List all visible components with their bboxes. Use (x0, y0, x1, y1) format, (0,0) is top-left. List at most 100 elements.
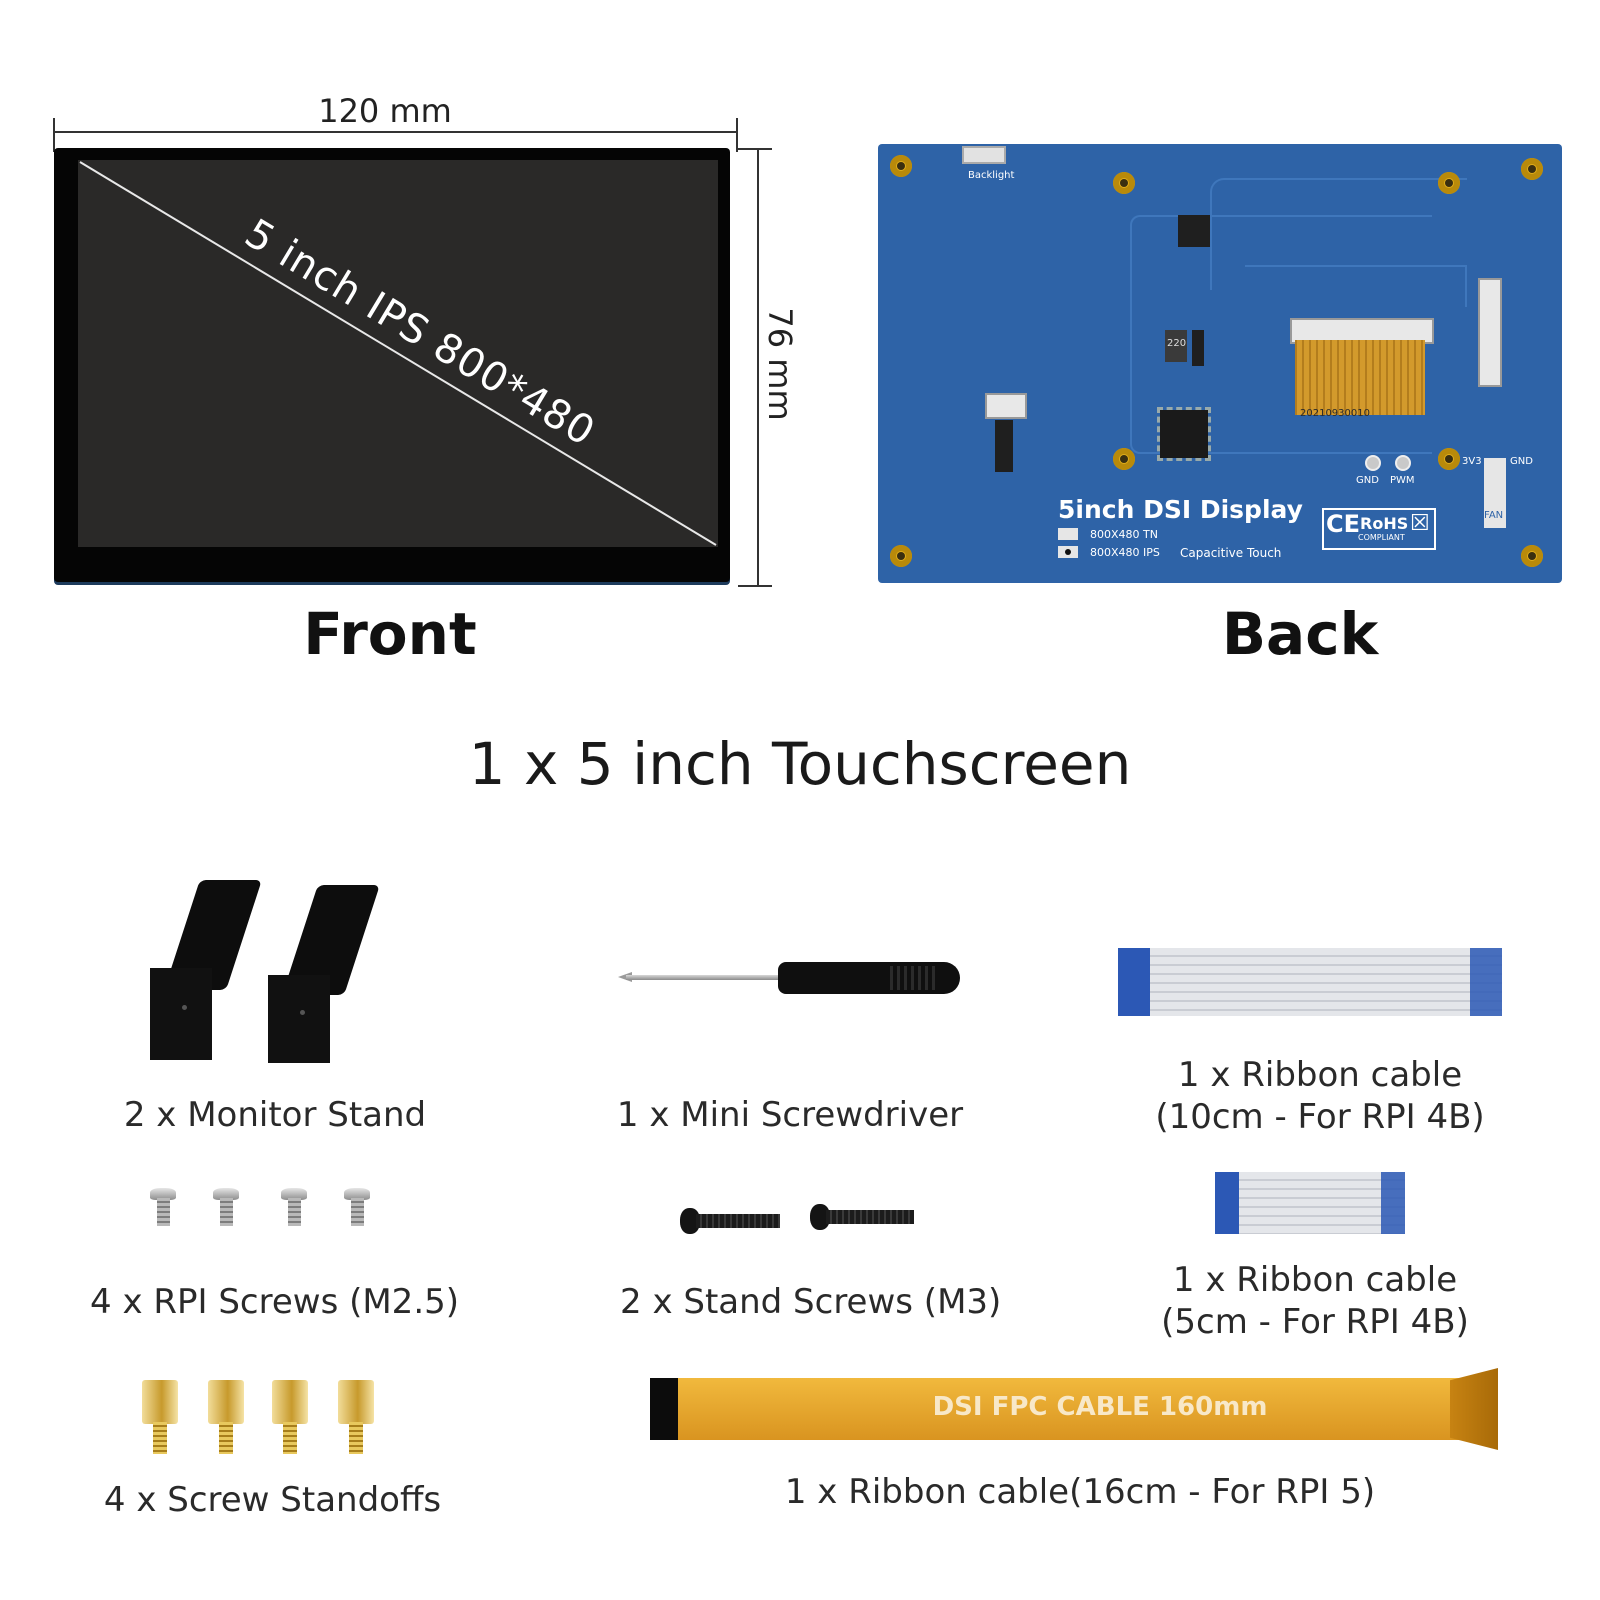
dsi-connector (1478, 278, 1502, 387)
fpc-160-end-left (650, 1378, 678, 1440)
monitor-stand-hole (300, 1010, 305, 1015)
ribbon-5cm-end-right (1381, 1172, 1405, 1234)
date-code: 20210930010 (1300, 408, 1370, 419)
pcb-trace (1210, 178, 1467, 290)
width-dimension-label: 120 mm (318, 92, 452, 130)
mounting-hole (890, 545, 912, 567)
ribbon-10cm-end-left (1118, 948, 1150, 1016)
screwdriver-grip (890, 966, 935, 990)
standoff-hex (338, 1380, 374, 1424)
display-fpc (1295, 340, 1425, 415)
pwm-label: PWM (1390, 475, 1415, 486)
controller-chip (1178, 215, 1210, 247)
front-screen-display (78, 160, 718, 547)
rpi-screw-head (213, 1188, 239, 1200)
screwdriver-tip (618, 972, 632, 982)
mounting-hole (1113, 172, 1135, 194)
tn-checkbox (1058, 528, 1078, 540)
mounting-hole (1521, 158, 1543, 180)
standoffs-caption: 4 x Screw Standoffs (103, 1480, 442, 1520)
back-label: Back (1221, 600, 1379, 668)
monitor-stand-hole (182, 1005, 187, 1010)
ribbon-10cm-body (1118, 948, 1502, 1016)
screwdriver-caption: 1 x Mini Screwdriver (616, 1095, 964, 1135)
diagonal-line (79, 161, 717, 546)
stand-screw-head (680, 1208, 700, 1234)
ribbon-10cm-caption-line1: 1 x Ribbon cable (1177, 1055, 1463, 1095)
rpi-screw-thread (351, 1198, 364, 1226)
rpi-screw-thread (157, 1198, 170, 1226)
width-dimension-tick-left (53, 118, 55, 152)
pcb-board (878, 144, 1562, 583)
inductor-label: 220 (1167, 338, 1187, 349)
mosfet (1192, 330, 1204, 366)
stand-screw-head (810, 1204, 830, 1230)
height-dimension-tick-top (738, 148, 772, 150)
tn-option-label: 800X480 TN (1090, 528, 1158, 541)
mounting-hole (1438, 172, 1460, 194)
board-title: 5inch DSI Display (1058, 495, 1303, 524)
mounting-hole (1113, 448, 1135, 470)
ribbon-5cm-body (1215, 1172, 1405, 1234)
fpc-160-print: DSI FPC CABLE 160mm (932, 1392, 1268, 1422)
touch-connector (985, 393, 1027, 419)
ips-option-label: 800X480 IPS (1090, 546, 1160, 559)
standoff-hex (272, 1380, 308, 1424)
screwdriver-shaft (626, 975, 786, 980)
main-chip (1157, 407, 1211, 461)
ribbon-10cm-end-right (1470, 948, 1502, 1016)
rpi-screw-head (150, 1188, 176, 1200)
stand-screw-thread (826, 1210, 914, 1224)
height-dimension-tick-bottom (738, 585, 772, 587)
ribbon-10cm-caption-line2: (10cm - For RPI 4B) (1155, 1097, 1485, 1137)
standoff-hex (208, 1380, 244, 1424)
ribbon-5cm-caption-line2: (5cm - For RPI 4B) (1161, 1302, 1469, 1342)
fan-label: FAN (1484, 510, 1504, 521)
fpc-160-body (650, 1378, 1460, 1440)
cert-box (1322, 508, 1436, 550)
height-dimension-line (757, 148, 759, 586)
stand-screw-thread (696, 1214, 780, 1228)
inductor (1165, 330, 1187, 362)
pcb-trace (1245, 265, 1467, 307)
stand-screws-caption: 2 x Stand Screws (M3) (620, 1282, 1002, 1322)
width-dimension-line (54, 131, 737, 133)
standoff-thread (283, 1422, 297, 1454)
ribbon-16cm-caption: 1 x Ribbon cable(16cm - For RPI 5) (784, 1472, 1376, 1512)
backlight-switch (962, 146, 1006, 164)
rpi-screw-head (344, 1188, 370, 1200)
standoff-thread (349, 1422, 363, 1454)
front-label: Front (303, 600, 477, 668)
standoff-hex (142, 1380, 178, 1424)
display-fpc-traces (1295, 340, 1425, 415)
ribbon-5cm-caption-line1: 1 x Ribbon cable (1172, 1260, 1458, 1300)
mounting-hole (1521, 545, 1543, 567)
fan-header (1484, 458, 1506, 528)
gnd2-label: GND (1510, 456, 1533, 467)
monitor-stand-caption: 2 x Monitor Stand (123, 1095, 427, 1135)
gnd-label: GND (1356, 475, 1379, 486)
pcb-trace (1130, 215, 1432, 454)
3v3-label: 3V3 (1462, 456, 1482, 467)
rpi-screws-caption: 4 x RPI Screws (M2.5) (90, 1282, 460, 1322)
monitor-stand-base (268, 975, 330, 1063)
fpc-160-end-right (1450, 1368, 1498, 1450)
width-dimension-tick-right (736, 118, 738, 152)
ribbon-5cm-end-left (1215, 1172, 1239, 1234)
ips-checkbox (1058, 546, 1078, 558)
weee-bin-icon: ☒ (1410, 511, 1430, 536)
gnd-pad (1365, 455, 1381, 471)
standoff-thread (153, 1422, 167, 1454)
rohs-compliant: COMPLIANT (1358, 533, 1405, 542)
touch-label: Capacitive Touch (1180, 546, 1282, 560)
pwm-pad (1395, 455, 1411, 471)
kit-title: 1 x 5 inch Touchscreen (468, 730, 1132, 798)
touch-flex (995, 420, 1013, 472)
height-dimension-label: 76 mm (761, 307, 799, 421)
rpi-screw-head (281, 1188, 307, 1200)
rpi-screw-thread (288, 1198, 301, 1226)
monitor-stand-base (150, 968, 212, 1060)
rohs-mark: RoHS (1360, 514, 1409, 533)
mounting-hole (890, 155, 912, 177)
ce-mark: CE (1326, 510, 1361, 538)
